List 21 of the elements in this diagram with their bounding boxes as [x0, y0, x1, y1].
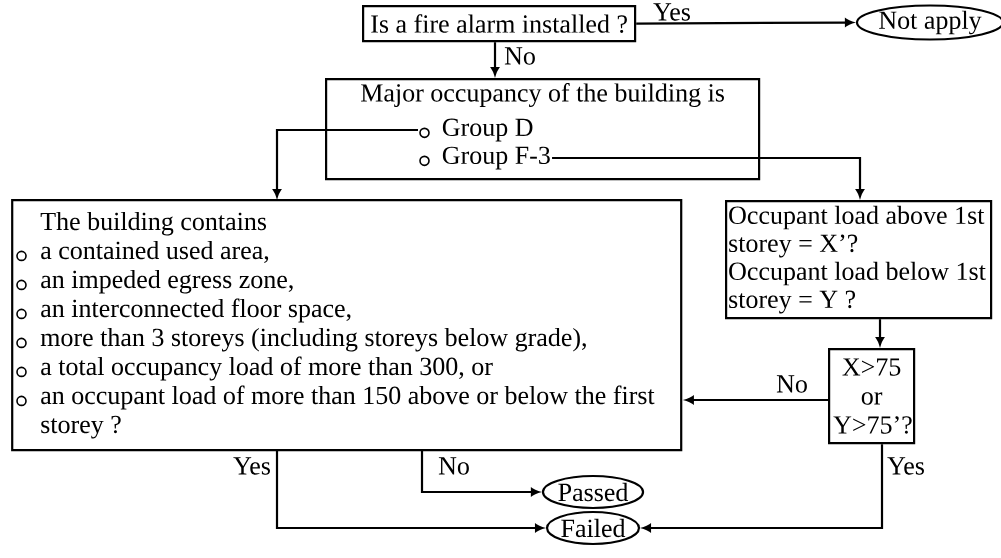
edge-label: Yes: [232, 456, 272, 476]
arrow: [876, 319, 884, 346]
arrow: [685, 396, 828, 404]
arrow: [552, 156, 864, 198]
edge-label: No: [775, 374, 809, 394]
edge-label: Yes: [652, 2, 692, 22]
arrow: [491, 42, 499, 76]
decision-box: X>75 or Y>75’?: [828, 348, 916, 445]
option-text: Group D: [419, 118, 533, 142]
option-text: Group F-3: [419, 146, 550, 170]
arrow: [636, 18, 854, 27]
edge-label: No: [437, 456, 471, 476]
arrow: [273, 128, 418, 198]
edge-label: No: [503, 46, 537, 66]
process-box: Is a fire alarm installed ?: [362, 5, 637, 43]
edge-label: Yes: [886, 456, 926, 476]
process-box: Occupant load above 1st storey = X’? Occupant load below 1st storey = Y ?: [725, 200, 993, 320]
condition-box: The building contains a contained used area, an impeded egress zone, an interconnected floor space, more than 3 storeys (including storeys below grade), a total occupancy load of more than 300, or an occupant load of more than 150 above or below the first storey ?: [11, 199, 683, 452]
arrow: [642, 444, 884, 532]
arrow: [420, 450, 540, 496]
arrow: [275, 450, 544, 532]
